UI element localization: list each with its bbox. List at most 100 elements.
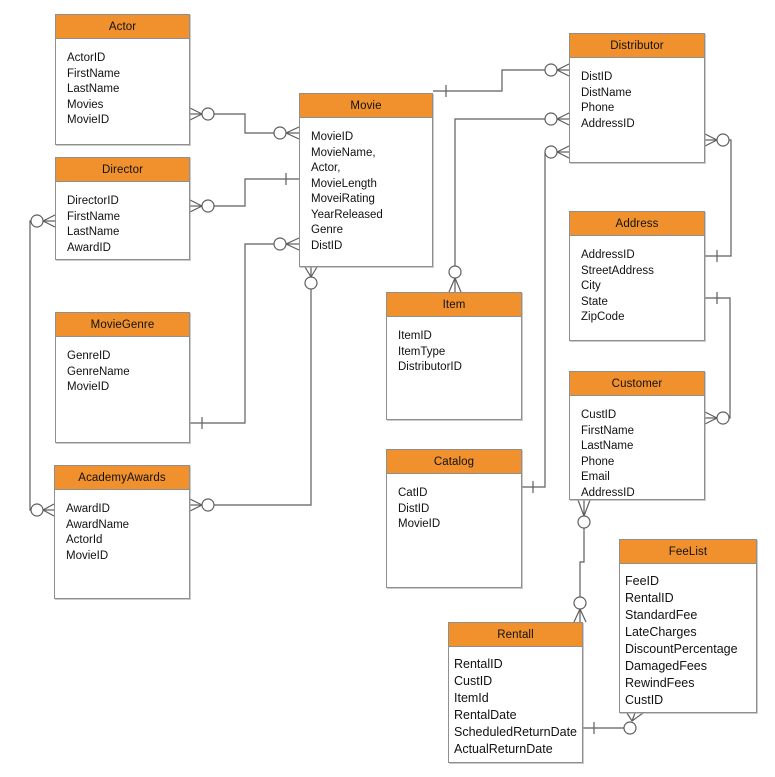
entity-title: Catalog [387, 450, 521, 474]
zero-optional-circle-icon [577, 515, 591, 529]
crowfoot-many-icon [556, 118, 570, 126]
crowfoot-many-icon [42, 220, 56, 228]
crowfoot-many-icon [189, 205, 203, 213]
crowfoot-many-icon [448, 277, 456, 293]
entity-field: CustID [454, 674, 493, 688]
connector-line [190, 243, 274, 424]
entity-field: CustID [625, 693, 664, 707]
entity-field: LastName [581, 440, 634, 452]
connector-actor-movie[interactable] [189, 107, 300, 140]
entity-field: CustID [581, 409, 617, 421]
crowfoot-many-icon [189, 498, 203, 506]
entity-title: Movie [300, 94, 432, 118]
connector-academyawards-movie[interactable] [189, 266, 318, 512]
entity-field: ItemID [398, 330, 432, 342]
entity-field: AwardName [66, 518, 130, 531]
entity-field: GenreID [67, 350, 111, 362]
zero-optional-circle-icon [716, 133, 730, 147]
entity-field: Phone [581, 455, 615, 468]
entity-field: ActorId [66, 534, 103, 546]
crowfoot-many-icon [42, 509, 55, 517]
connector-director-movie[interactable] [189, 173, 299, 213]
entity-field: YearReleased [311, 208, 383, 221]
entity-field: StreetAddress [581, 264, 654, 277]
zero-optional-circle-icon [573, 596, 587, 610]
connector-director-academyawards[interactable] [29, 214, 56, 517]
entity-field: MovieID [311, 131, 354, 143]
entity-field: GenreName [67, 365, 130, 378]
crowfoot-many-icon [704, 133, 718, 141]
entity-field: AddressID [581, 117, 635, 130]
zero-optional-circle-icon [273, 237, 287, 251]
entity-field: Email [581, 471, 610, 483]
entity-field: ItemType [398, 345, 446, 358]
connector-distributor-address[interactable] [704, 133, 732, 262]
connector-moviegenre-movie[interactable] [190, 237, 300, 429]
entity-field: MovieID [398, 518, 441, 530]
zero-optional-circle-icon [623, 721, 637, 735]
connector-line [214, 113, 274, 134]
crowfoot-many-icon [556, 112, 570, 120]
entity-title: Customer [570, 372, 704, 396]
entity-field: DiscountPercentage [625, 642, 738, 656]
entity-title: FeeList [620, 540, 756, 564]
entity-field: FeeID [625, 574, 660, 588]
connector-movie-distributor[interactable] [433, 63, 570, 97]
connector-customer-rentall[interactable] [573, 499, 591, 623]
entity-field: MoveiRating [311, 193, 375, 205]
entity-field: City [581, 280, 601, 292]
connector-address-customer[interactable] [704, 292, 731, 425]
crowfoot-many-icon [304, 266, 312, 278]
zero-optional-circle-icon [201, 498, 215, 512]
crowfoot-many-icon [704, 139, 718, 147]
entity-field: State [581, 295, 608, 308]
connector-line [705, 139, 732, 257]
crowfoot-many-icon [189, 113, 203, 121]
connector-line [522, 152, 546, 488]
zero-optional-circle-icon [544, 112, 558, 126]
entity-field: DistID [581, 71, 613, 83]
crowfoot-many-icon [454, 277, 462, 293]
entity-field: DistID [398, 502, 430, 515]
entity-field: RentalDate [454, 708, 517, 722]
connector-line [214, 289, 312, 506]
connector-distributor-catalog[interactable] [522, 145, 570, 493]
crowfoot-many-icon [556, 151, 570, 159]
zero-optional-circle-icon [273, 126, 287, 140]
zero-optional-circle-icon [544, 63, 558, 77]
entity-field: DistName [581, 86, 632, 99]
crowfoot-many-icon [631, 712, 636, 722]
entity-field: AwardID [66, 503, 110, 515]
crowfoot-many-icon [556, 63, 570, 71]
crowfoot-many-icon [583, 499, 591, 517]
connector-distributor-item[interactable] [448, 112, 570, 293]
entity-field: Phone [581, 102, 615, 114]
connector-line [29, 220, 31, 511]
entity-field: DirectorID [67, 195, 119, 207]
entity-field: ItemId [454, 691, 489, 705]
entity-field: RentalID [454, 657, 503, 671]
entity-field: AddressID [581, 486, 635, 499]
entity-field: DistID [311, 239, 343, 252]
connector-line [214, 178, 299, 207]
crowfoot-many-icon [285, 132, 300, 140]
zero-optional-circle-icon [716, 411, 730, 425]
entity-title: Address [570, 212, 704, 236]
connector-rentall-feelist[interactable] [583, 712, 644, 735]
